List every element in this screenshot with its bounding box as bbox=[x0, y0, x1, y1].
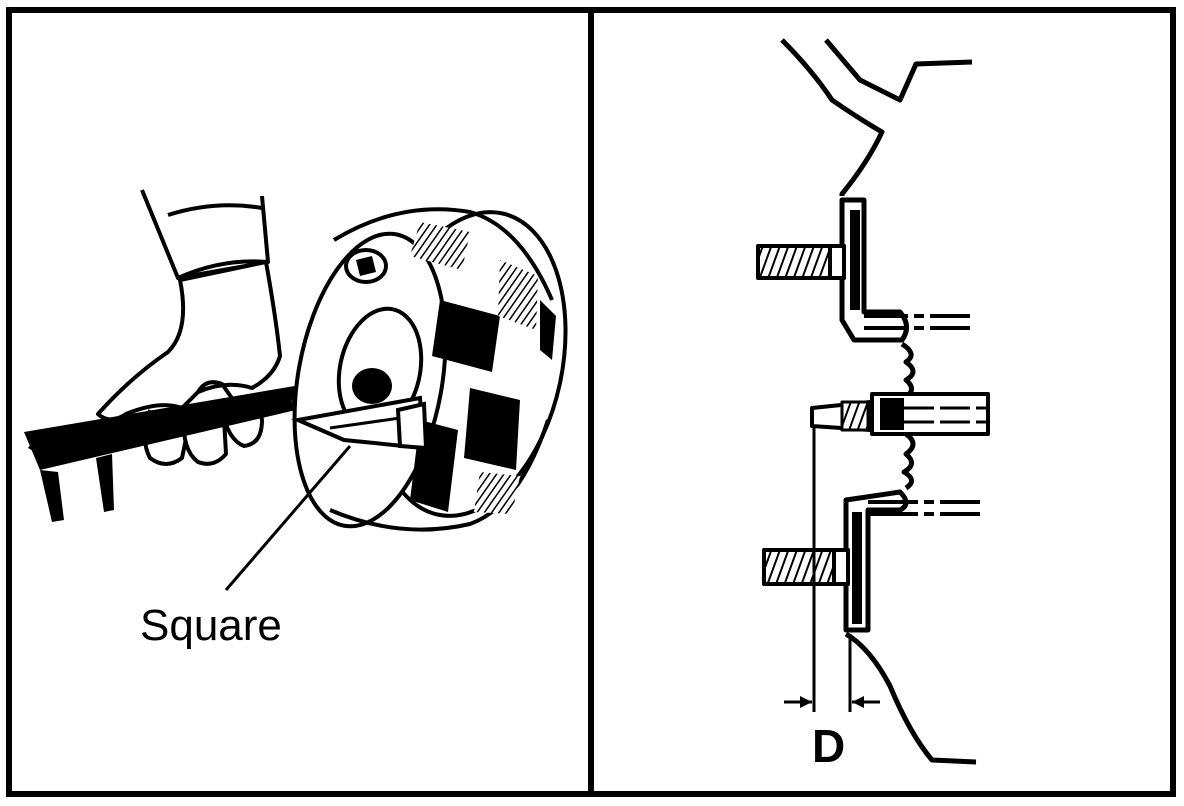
drum-upper-contour bbox=[780, 38, 885, 197]
upper-bearing-profile bbox=[900, 341, 916, 401]
square-label: Square bbox=[140, 601, 282, 650]
caliper-jaw-lower-2 bbox=[96, 454, 114, 512]
drum-lower-contour bbox=[844, 631, 977, 765]
center-shaft bbox=[810, 392, 990, 436]
caliper-jaw-lower bbox=[40, 470, 64, 522]
dimension-d bbox=[784, 428, 880, 712]
sleeve bbox=[140, 189, 270, 280]
left-panel-measurement-illustration: Square bbox=[24, 189, 568, 650]
dimension-d-label: D bbox=[812, 720, 845, 772]
square-tool bbox=[291, 395, 429, 451]
rim-upper-contour bbox=[824, 38, 973, 103]
square-callout-leader bbox=[224, 445, 352, 591]
lower-wheel-stud bbox=[762, 548, 850, 586]
caliper-depth-tip bbox=[28, 432, 46, 458]
upper-wheel-stud bbox=[756, 244, 846, 280]
lower-bearing-profile bbox=[901, 431, 916, 491]
right-panel-cross-section bbox=[756, 38, 990, 765]
brake-drum bbox=[292, 207, 568, 532]
caliper-beam bbox=[24, 382, 330, 470]
